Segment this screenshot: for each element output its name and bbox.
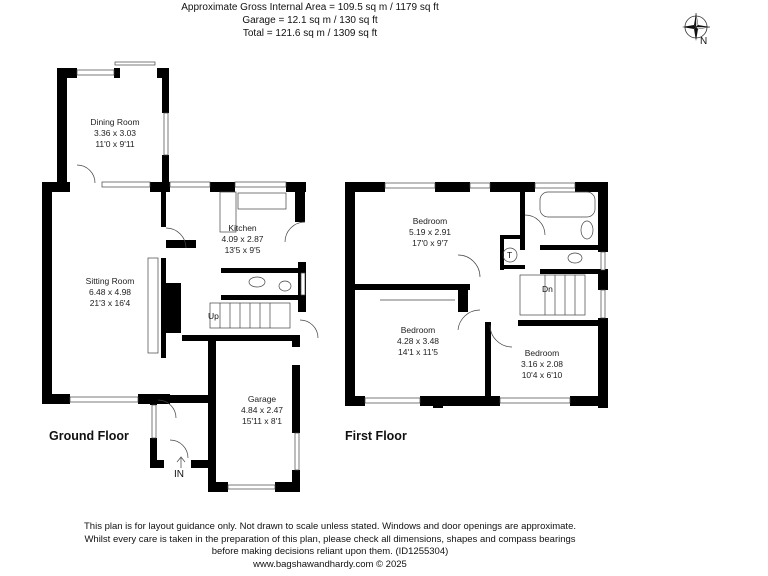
- room-label-bedroom-1: Bedroom 5.19 x 2.91 17'0 x 9'7: [390, 216, 470, 249]
- disclaimer: This plan is for layout guidance only. N…: [30, 521, 630, 571]
- room-name: Dining Room: [90, 117, 140, 127]
- disclaimer-line-3: before making decisions reliant upon the…: [211, 546, 449, 557]
- first-floor-title: First Floor: [345, 429, 407, 443]
- room-imperial: 17'0 x 9'7: [412, 238, 448, 248]
- copyright-text: www.bagshawandhardy.com © 2025: [253, 558, 407, 570]
- room-label-garage: Garage 4.84 x 2.47 15'11 x 8'1: [222, 394, 302, 427]
- area-summary: Approximate Gross Internal Area = 109.5 …: [150, 1, 470, 40]
- garage-area-text: Garage = 12.1 sq m / 130 sq ft: [242, 15, 378, 26]
- room-imperial: 21'3 x 16'4: [89, 298, 131, 308]
- total-area-text: Total = 121.6 sq m / 1309 sq ft: [242, 28, 378, 39]
- disclaimer-line-2: Whilst every care is taken in the prepar…: [84, 533, 576, 545]
- room-imperial: 13'5 x 9'5: [224, 245, 261, 255]
- room-label-sitting-room: Sitting Room 6.48 x 4.98 21'3 x 16'4: [65, 276, 155, 309]
- room-metric: 4.28 x 3.48: [396, 336, 440, 346]
- room-metric: 3.36 x 3.03: [93, 128, 137, 138]
- room-metric: 4.84 x 2.47: [240, 405, 284, 415]
- gross-area-text: Approximate Gross Internal Area = 109.5 …: [181, 2, 439, 13]
- room-metric: 3.16 x 2.08: [520, 359, 564, 369]
- room-name: Bedroom: [400, 325, 436, 335]
- room-label-kitchen: Kitchen 4.09 x 2.87 13'5 x 9'5: [205, 223, 280, 256]
- room-name: Garage: [247, 394, 277, 404]
- ground-floor-title: Ground Floor: [49, 429, 129, 443]
- room-imperial: 11'0 x 9'11: [95, 139, 135, 149]
- room-metric: 4.09 x 2.87: [221, 234, 264, 244]
- north-label: N: [700, 36, 708, 47]
- room-label-bedroom-3: Bedroom 3.16 x 2.08 10'4 x 6'10: [502, 348, 582, 381]
- room-name: Kitchen: [228, 223, 257, 233]
- compass-rose-icon: [682, 12, 711, 41]
- room-name: Bedroom: [412, 216, 448, 226]
- disclaimer-line-1: This plan is for layout guidance only. N…: [84, 521, 576, 532]
- entrance-label: IN: [174, 469, 184, 480]
- stairs-down-label: Dn: [542, 284, 553, 294]
- room-name: Sitting Room: [85, 276, 135, 286]
- room-label-bedroom-2: Bedroom 4.28 x 3.48 14'1 x 11'5: [378, 325, 458, 358]
- room-metric: 5.19 x 2.91: [408, 227, 452, 237]
- room-imperial: 15'11 x 8'1: [242, 416, 282, 426]
- tank-label: T: [507, 250, 513, 260]
- room-name: Bedroom: [524, 348, 560, 358]
- room-imperial: 14'1 x 11'5: [398, 347, 438, 357]
- stairs-up-label: Up: [208, 311, 219, 321]
- room-label-dining-room: Dining Room 3.36 x 3.03 11'0 x 9'11: [70, 117, 160, 150]
- room-imperial: 10'4 x 6'10: [521, 370, 563, 380]
- room-metric: 6.48 x 4.98: [88, 287, 132, 297]
